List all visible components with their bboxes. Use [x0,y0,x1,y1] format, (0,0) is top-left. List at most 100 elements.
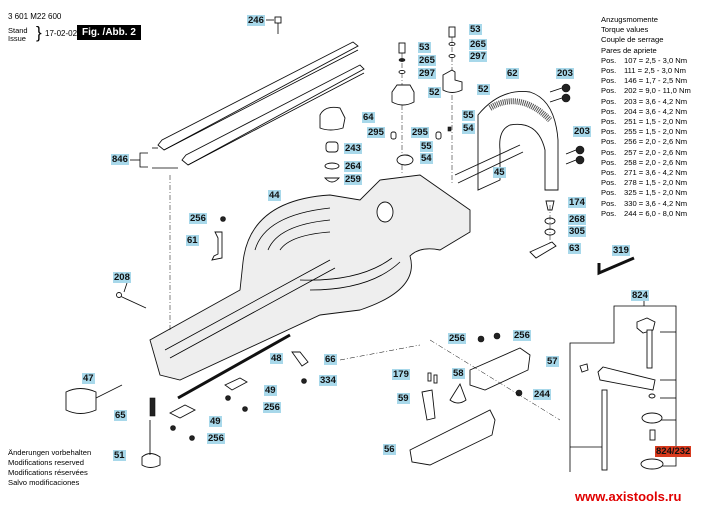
part-label-256[interactable]: 256 [189,213,207,224]
part-label-51[interactable]: 51 [113,450,126,461]
part-label-47[interactable]: 47 [82,373,95,384]
part-label-49[interactable]: 49 [209,416,222,427]
part-label-265[interactable]: 265 [418,55,436,66]
torque-row-value: 202 = 9,0 - 11,0 Nm [624,86,691,96]
part-label-243[interactable]: 243 [344,143,362,154]
part-label-65[interactable]: 65 [114,410,127,421]
part-label-62[interactable]: 62 [506,68,519,79]
part-label-53[interactable]: 53 [469,24,482,35]
part-label-58[interactable]: 58 [452,368,465,379]
part-label-64[interactable]: 64 [362,112,375,123]
website-link[interactable]: www.axistools.ru [575,489,682,504]
part-label-52[interactable]: 52 [477,84,490,95]
part-label-49[interactable]: 49 [264,385,277,396]
torque-row-prefix: Pos. [601,106,617,116]
torque-row-prefix: Pos. [601,198,617,208]
torque-row: Pos.202 = 9,0 - 11,0 Nm [601,86,691,96]
part-label-297[interactable]: 297 [469,51,487,62]
torque-row-value: 244 = 6,0 - 8,0 Nm [624,208,688,218]
torque-row: Pos. 244 = 6,0 - 8,0 Nm [601,209,691,219]
torque-row: Pos. 278 = 1,5 - 2,0 Nm [601,178,691,188]
part-label-55[interactable]: 55 [462,110,475,121]
part-label-54[interactable]: 54 [420,153,433,164]
torque-row-value: 203 = 3,6 - 4,2 Nm [624,96,688,106]
torque-row: Pos.271 = 3,6 - 4,2 Nm [601,168,691,178]
part-label-48[interactable]: 48 [270,353,283,364]
part-label-846[interactable]: 846 [111,154,129,165]
torque-row: Pos. 330 = 3,6 - 4,2 Nm [601,199,691,209]
handle-parts-drawing [409,332,531,466]
torque-row-prefix: Pos. [601,208,617,218]
part-label-56[interactable]: 56 [383,444,396,455]
part-label-305[interactable]: 305 [568,226,586,237]
torque-row-prefix: Pos. [601,117,617,127]
torque-row-value: 107 = 2,5 - 3,0 Nm [624,55,688,65]
part-label-52[interactable]: 52 [428,87,441,98]
part-label-295[interactable]: 295 [411,127,429,138]
part-label-824[interactable]: 824 [631,290,649,301]
part-label-824-232[interactable]: 824/232 [655,446,692,457]
part-label-203[interactable]: 203 [556,68,574,79]
torque-row: Pos. 203 = 3,6 - 4,2 Nm [601,97,691,107]
torque-row-prefix: Pos. [601,157,617,167]
hold-down-clamp-drawing [569,297,677,472]
hex-key-drawing [597,256,635,276]
torque-row: Pos.258 = 2,0 - 2,6 Nm [601,158,691,168]
torque-row-prefix: Pos. [601,55,617,65]
part-label-208[interactable]: 208 [113,272,131,283]
part-label-57[interactable]: 57 [546,356,559,367]
part-label-256[interactable]: 256 [513,330,531,341]
torque-row-prefix: Pos. [601,188,617,198]
torque-row-prefix: Pos. [601,66,617,76]
part-label-244[interactable]: 244 [533,389,551,400]
bracket-61-drawing [211,216,226,261]
torque-row-value: 111 = 2,5 - 3,0 Nm [624,66,686,76]
part-label-297[interactable]: 297 [418,68,436,79]
part-label-53[interactable]: 53 [418,42,431,53]
part-label-61[interactable]: 61 [186,235,199,246]
lower-parts-drawing [65,333,309,468]
part-label-54[interactable]: 54 [462,123,475,134]
part-label-256[interactable]: 256 [448,333,466,344]
part-label-334[interactable]: 334 [319,375,337,386]
lock-stack-drawing [529,200,557,259]
part-label-203[interactable]: 203 [573,126,591,137]
part-label-66[interactable]: 66 [324,354,337,365]
torque-row: Pos. 107 = 2,5 - 3,0 Nm [601,56,691,66]
part-label-265[interactable]: 265 [469,39,487,50]
part-label-295[interactable]: 295 [367,127,385,138]
part-label-179[interactable]: 179 [392,369,410,380]
part-label-264[interactable]: 264 [344,161,362,172]
part-label-59[interactable]: 59 [397,393,410,404]
part-label-44[interactable]: 44 [268,190,281,201]
part-label-174[interactable]: 174 [568,197,586,208]
torque-row: Pos. 111 = 2,5 - 3,0 Nm [601,66,691,76]
part-label-259[interactable]: 259 [344,174,362,185]
torque-row: Pos.325 = 1,5 - 2,0 Nm [601,188,691,198]
document-number: 3 601 M22 600 [8,12,62,21]
clamp-stack-left-drawing [391,42,415,175]
torque-row-prefix: Pos. [601,96,617,106]
torque-heading: Pares de apriete [601,45,657,55]
torque-row-prefix: Pos. [601,127,617,137]
torque-row-value: 278 = 1,5 - 2,0 Nm [624,178,688,188]
part-label-256[interactable]: 256 [263,402,281,413]
part-label-45[interactable]: 45 [493,167,506,178]
part-label-55[interactable]: 55 [420,141,433,152]
torque-row-prefix: Pos. [601,178,617,188]
torque-row: Pos.251 = 1,5 - 2,0 Nm [601,117,691,127]
modifications-line: Modifications réservées [8,468,88,477]
torque-row: Pos.256 = 2,0 - 2,6 Nm [601,137,691,147]
part-label-256[interactable]: 256 [207,433,225,444]
torque-row-prefix: Pos. [601,76,617,86]
part-label-246[interactable]: 246 [247,15,265,26]
part-label-319[interactable]: 319 [612,245,630,256]
torque-row-value: 330 = 3,6 - 4,2 Nm [624,198,688,208]
part-label-63[interactable]: 63 [568,243,581,254]
modifications-notice: Änderungen vorbehalten Modifications res… [8,448,91,488]
torque-row-prefix: Pos. [601,168,617,178]
torque-rows: Pos. 107 = 2,5 - 3,0 Nm Pos. 111 = 2,5 - 3,… [601,56,691,219]
part-label-268[interactable]: 268 [568,214,586,225]
modifications-line: Änderungen vorbehalten [8,448,92,457]
